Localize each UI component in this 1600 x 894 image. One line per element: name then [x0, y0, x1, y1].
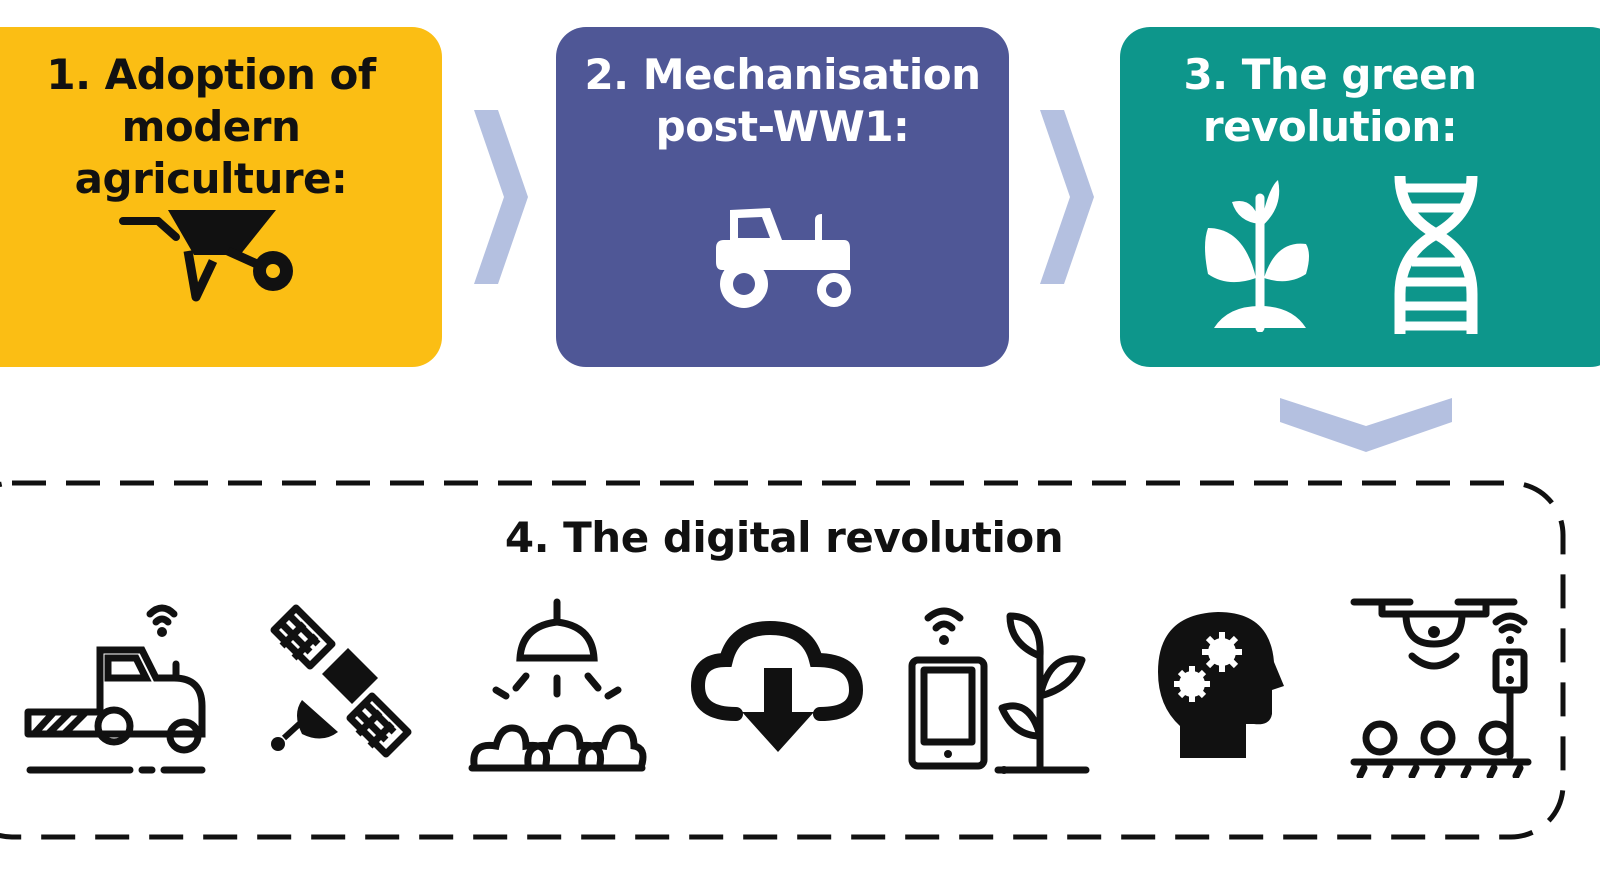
arrow-right-2-icon [1040, 110, 1094, 284]
digital-revolution-frame [0, 480, 1566, 840]
arrow-right-1-icon [474, 110, 528, 284]
smartphone-plant-icon [908, 607, 1090, 774]
cloud-download-icon [690, 620, 864, 752]
stage-2-title: 2. Mechanisation post-WW1: [584, 50, 981, 151]
stage-3-box: 3. The green revolution: [1120, 27, 1600, 367]
dna-icon [1394, 175, 1478, 334]
arrow-down-icon [1280, 398, 1452, 452]
stage-3-title: 3. The green revolution: [1183, 50, 1477, 151]
stage-2-box: 2. Mechanisation post-WW1: [556, 27, 1009, 367]
satellite-icon [270, 604, 412, 758]
smart-harvester-icon [24, 604, 206, 774]
tractor-icon [716, 208, 851, 308]
stage-1-box: 1. Adoption of modern agriculture: [0, 27, 442, 367]
ai-head-gears-icon [1158, 612, 1284, 758]
stage-1-title: 1. Adoption of modern agriculture: [46, 50, 376, 203]
drone-conveyor-icon [1350, 598, 1532, 778]
plant-icon [1205, 180, 1309, 332]
wheelbarrow-icon [119, 210, 293, 302]
digital-revolution-title: 4. The digital revolution [504, 513, 1064, 562]
grow-light-icon [468, 598, 647, 772]
